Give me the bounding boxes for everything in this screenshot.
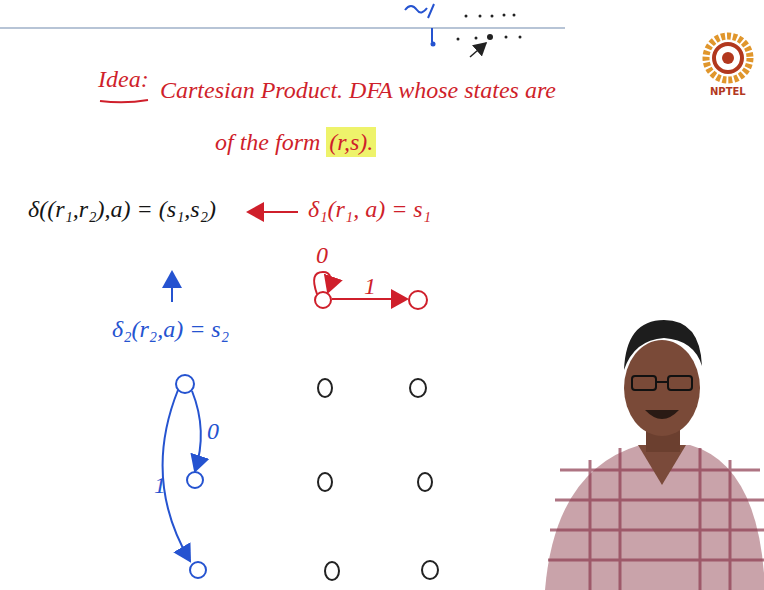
edge-label: 1: [364, 273, 376, 301]
idea-text: Cartesian Product. DFA whose states are …: [160, 64, 560, 168]
loop-label: 0: [316, 242, 328, 270]
transition-one: δ₁(r₁, a) = s₁: [308, 196, 431, 224]
highlighted-text: (r,s).: [326, 127, 376, 157]
logo-text: NPTEL: [710, 86, 746, 97]
idea-heading: Idea:: [98, 66, 149, 94]
edge-label: 1: [154, 472, 166, 500]
edge-label: 0: [207, 418, 219, 446]
product-transition: δ((r₁,r₂),a) = (s₁,s₂): [28, 196, 216, 224]
transition-two: δ₂(r₂,a) = s₂: [112, 316, 229, 344]
